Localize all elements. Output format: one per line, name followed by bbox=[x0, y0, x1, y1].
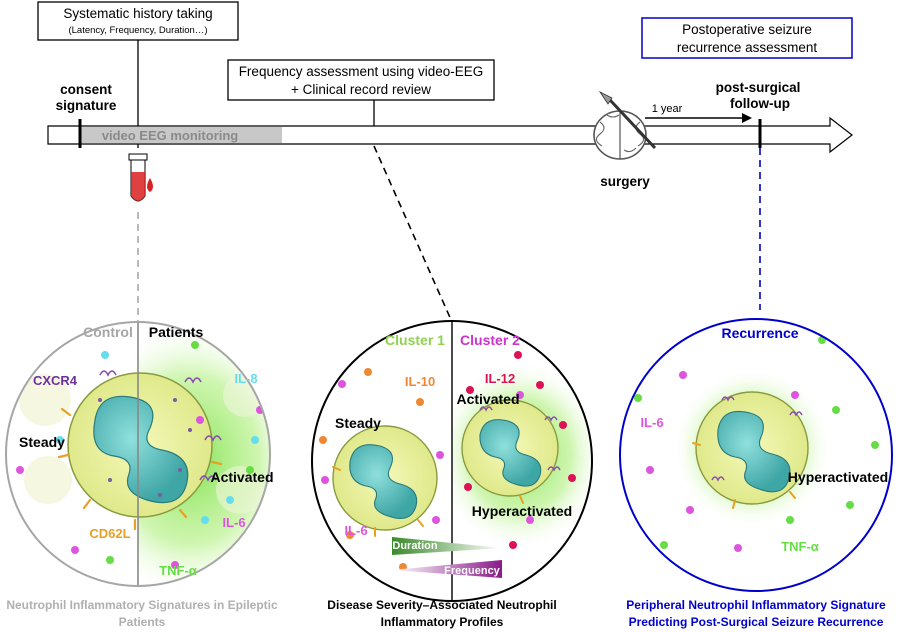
brain-surgery-icon bbox=[593, 90, 657, 160]
cluster2-hyperactivated-label: Hyperactivated bbox=[472, 503, 572, 519]
middle-panel-circle bbox=[311, 320, 593, 602]
right-il6-label: IL-6 bbox=[640, 415, 663, 430]
video-eeg-label: video EEG monitoring bbox=[102, 128, 239, 143]
frequency-box-line1: Frequency assessment using video-EEG bbox=[239, 64, 484, 79]
one-year-label: 1 year bbox=[652, 103, 683, 115]
recurrence-label: Recurrence bbox=[721, 325, 798, 341]
middle-panel: Cluster 1 Cluster 2 IL-10 IL-12 Activate… bbox=[311, 320, 593, 629]
timeline: Systematic history taking (Latency, Freq… bbox=[37, 1, 853, 323]
cluster2-label: Cluster 2 bbox=[460, 332, 520, 348]
frequency-box-line2: + Clinical record review bbox=[291, 82, 431, 97]
cluster1-label: Cluster 1 bbox=[385, 332, 445, 348]
video-eeg-bar bbox=[80, 127, 282, 143]
one-year-arrowhead bbox=[742, 113, 752, 123]
left-panel: Control Patients CXCR4 IL-8 Steady Activ… bbox=[5, 321, 278, 629]
il12-label: IL-12 bbox=[485, 371, 515, 386]
il12-dots bbox=[464, 351, 576, 549]
surgery-label: surgery bbox=[600, 174, 650, 189]
right-tnfa-label: TNF-α bbox=[781, 539, 819, 554]
right-caption-line1: Peripheral Neutrophil Inflammatory Signa… bbox=[626, 598, 886, 612]
left-panel-circle bbox=[5, 321, 271, 587]
history-box-subtitle: (Latency, Frequency, Duration…) bbox=[68, 25, 207, 36]
recurrence-box-line1: Postoperative seizure bbox=[682, 22, 812, 37]
consent-label-line2: signature bbox=[56, 98, 117, 113]
frequency-wedge bbox=[392, 560, 502, 578]
left-caption-line1: Neutrophil Inflammatory Signatures in Ep… bbox=[6, 598, 278, 612]
consent-label-line1: consent bbox=[60, 82, 112, 97]
cluster1-steady-label: Steady bbox=[335, 415, 381, 431]
right-neutrophil-nucleus bbox=[717, 410, 791, 493]
right-panel-circle bbox=[619, 318, 893, 592]
middle-caption-line1: Disease Severity–Associated Neutrophil bbox=[327, 598, 556, 612]
left-il6-label: IL-6 bbox=[222, 515, 245, 530]
left-tnfa-label: TNF-α bbox=[159, 563, 197, 578]
right-caption-line2: Predicting Post-Surgical Seizure Recurre… bbox=[629, 615, 884, 629]
patients-label: Patients bbox=[149, 324, 204, 340]
left-caption-line2: Patients bbox=[119, 615, 166, 629]
blood-tube-icon bbox=[128, 153, 153, 202]
frequency-box bbox=[227, 59, 495, 101]
left-neutrophil-nucleus bbox=[93, 395, 189, 504]
cluster2-activated-label: Activated bbox=[456, 391, 519, 407]
middle-caption-line2: Inflammatory Profiles bbox=[381, 615, 504, 629]
cluster1-il6-label: IL-6 bbox=[344, 523, 367, 538]
history-box bbox=[37, 1, 239, 41]
cd62l-label: CD62L bbox=[89, 526, 130, 541]
duration-label: Duration bbox=[392, 540, 438, 552]
followup-label-line2: follow-up bbox=[730, 96, 790, 111]
followup-label-line1: post-surgical bbox=[716, 80, 801, 95]
middle-panel-connector bbox=[373, 145, 453, 323]
recurrence-assessment-box bbox=[641, 17, 853, 59]
recurrence-box-line2: recurrence assessment bbox=[677, 40, 818, 55]
right-hyperactivated-label: Hyperactivated bbox=[788, 469, 888, 485]
recurrence-tnfa-dots bbox=[634, 336, 879, 549]
cluster-il6-dots bbox=[321, 380, 534, 524]
right-panel: Recurrence IL-6 Hyperactivated TNF-α Per… bbox=[619, 318, 893, 629]
cxcr4-label: CXCR4 bbox=[33, 373, 78, 388]
left-steady-label: Steady bbox=[19, 434, 65, 450]
il8-label: IL-8 bbox=[234, 371, 257, 386]
history-box-title: Systematic history taking bbox=[63, 6, 212, 21]
il10-label: IL-10 bbox=[405, 374, 435, 389]
left-activated-label: Activated bbox=[210, 469, 273, 485]
frequency-label: Frequency bbox=[444, 565, 501, 577]
duration-wedge bbox=[392, 537, 502, 555]
recurrence-il6-dots bbox=[646, 371, 799, 552]
control-label: Control bbox=[83, 324, 133, 340]
